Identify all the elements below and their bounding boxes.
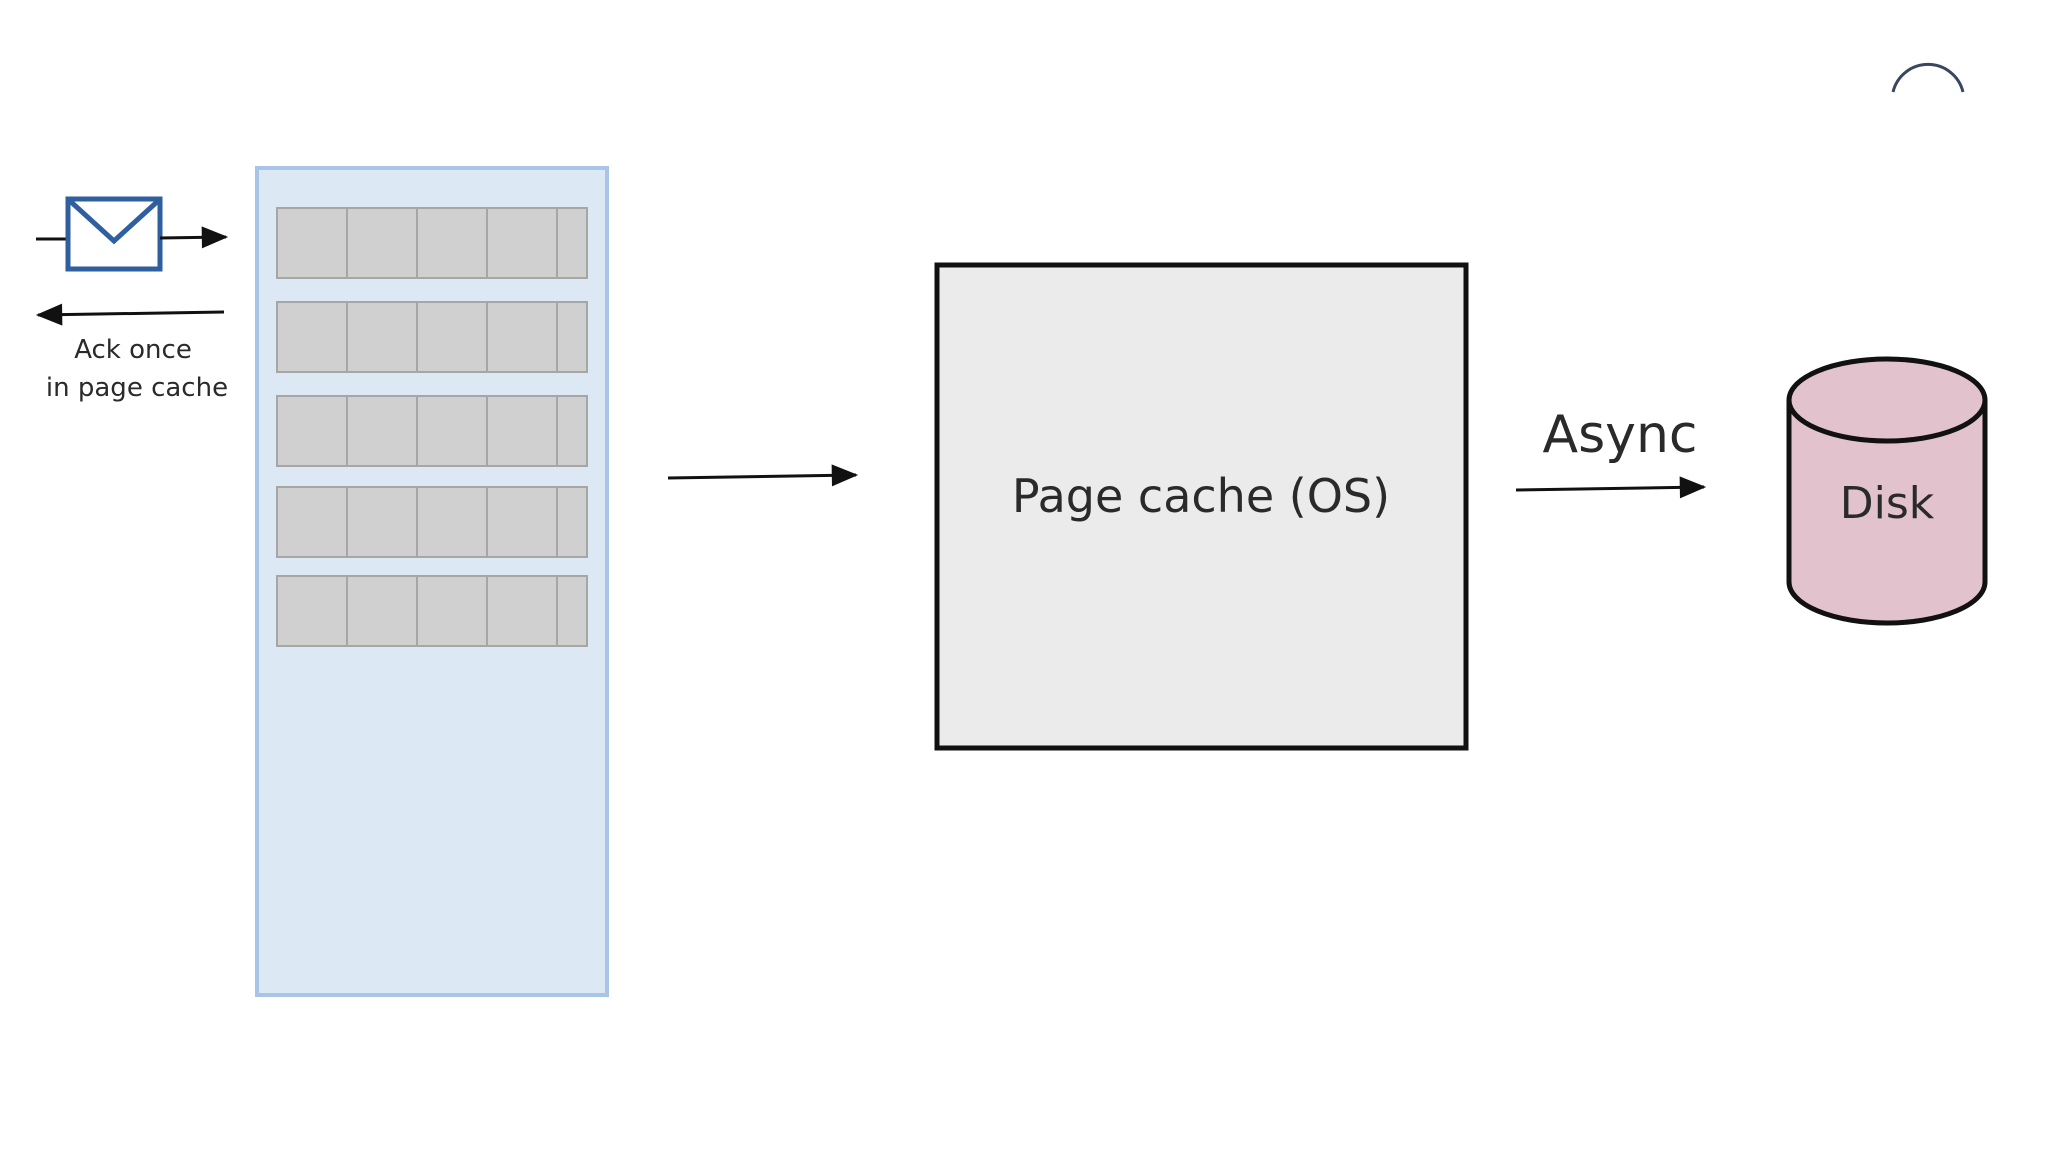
log-row xyxy=(276,395,588,467)
log-cell xyxy=(346,301,418,373)
partial-circle-icon xyxy=(1891,62,1965,93)
log-row xyxy=(276,575,588,647)
log-cell xyxy=(486,395,558,467)
log-row xyxy=(276,486,588,558)
page-cache-box xyxy=(934,262,1469,751)
log-cell xyxy=(346,486,418,558)
ack-label-line1: Ack once xyxy=(74,335,192,365)
log-cell xyxy=(276,575,348,647)
log-cell xyxy=(556,395,588,467)
log-cell xyxy=(346,207,418,279)
log-cell xyxy=(556,207,588,279)
async-arrow xyxy=(1515,476,1707,499)
log-to-cache-arrow xyxy=(667,464,859,487)
log-cell xyxy=(416,207,488,279)
log-row xyxy=(276,207,588,279)
log-cell xyxy=(556,301,588,373)
log-cell xyxy=(486,301,558,373)
async-label: Async xyxy=(1543,405,1698,465)
log-rows xyxy=(276,207,588,647)
log-row xyxy=(276,301,588,373)
log-cell xyxy=(556,486,588,558)
log-cell xyxy=(416,486,488,558)
log-cell xyxy=(416,575,488,647)
ack-arrow xyxy=(35,303,225,326)
disk-label: Disk xyxy=(1840,478,1935,529)
log-cell xyxy=(486,575,558,647)
page-cache-label: Page cache (OS) xyxy=(1012,469,1390,523)
log-cell xyxy=(276,207,348,279)
log-cell xyxy=(276,395,348,467)
log-cell xyxy=(416,301,488,373)
log-cell xyxy=(346,395,418,467)
log-cell xyxy=(416,395,488,467)
envelope-icon xyxy=(65,196,163,272)
log-cell xyxy=(276,301,348,373)
log-cell xyxy=(486,486,558,558)
log-cell xyxy=(276,486,348,558)
ack-label-line2: in page cache xyxy=(46,373,228,403)
log-cell xyxy=(556,575,588,647)
cylinder-disk-icon xyxy=(1786,356,1988,626)
message-arrow xyxy=(159,226,229,249)
log-cell xyxy=(346,575,418,647)
log-cell xyxy=(486,207,558,279)
